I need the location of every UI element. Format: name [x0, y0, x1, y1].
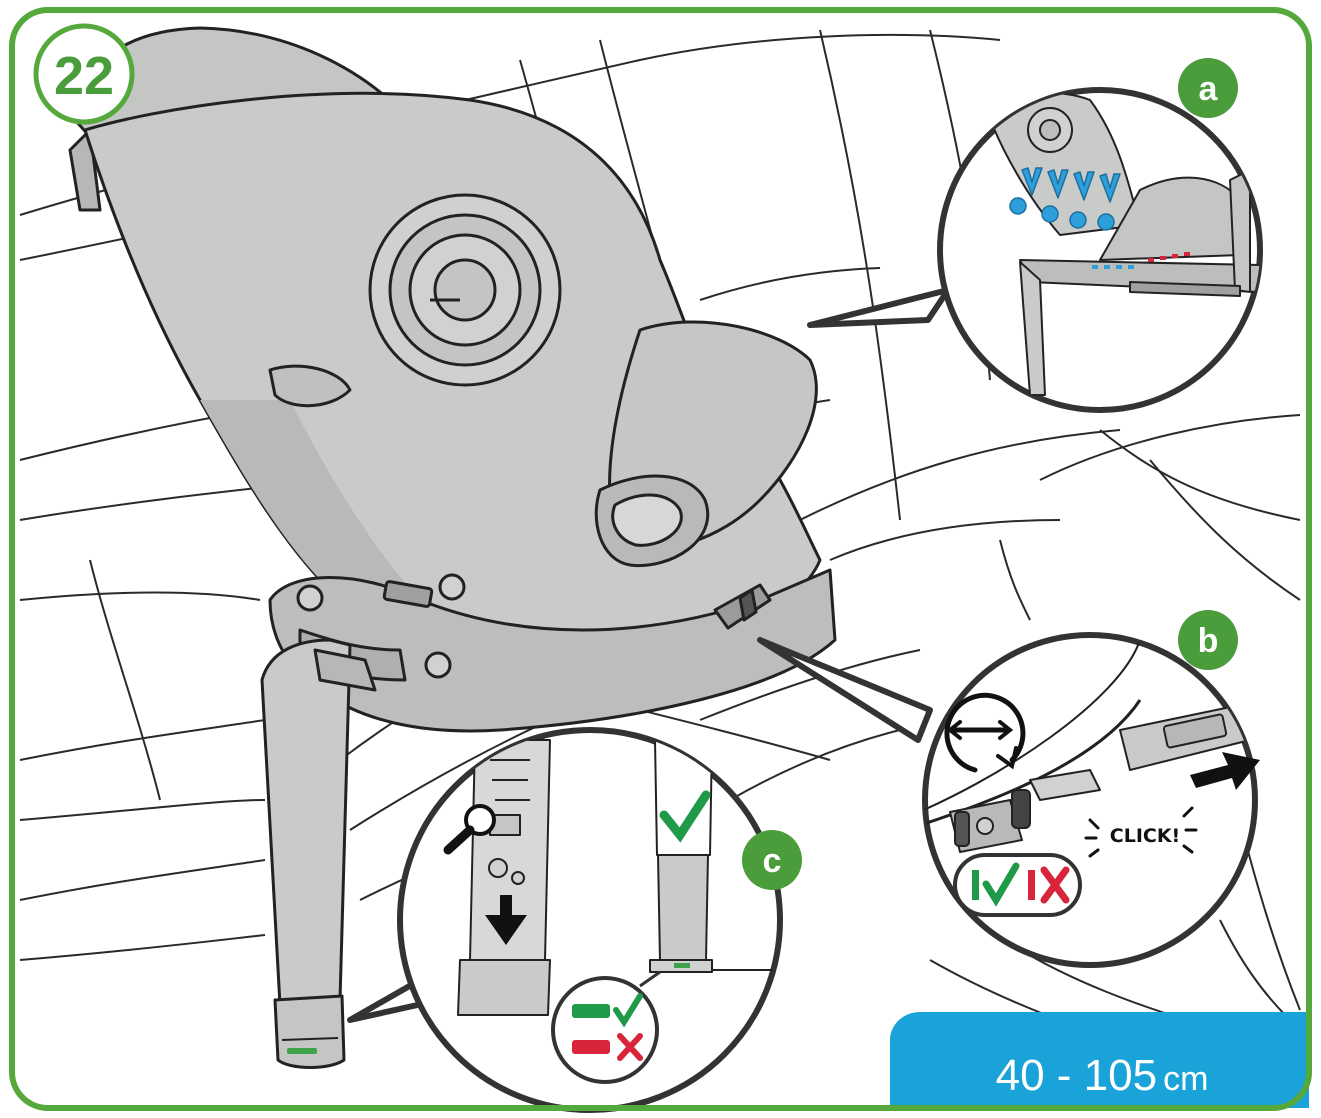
callout-a — [937, 87, 1263, 413]
checkmark-icon — [613, 993, 643, 1028]
click-sound-marks — [1084, 806, 1198, 858]
click-label: CLICK! — [1110, 825, 1180, 847]
indicator-status — [953, 853, 1082, 917]
pressure-arrows-icon — [1009, 167, 1121, 231]
rotate-horizontal-icon — [944, 692, 1026, 773]
callout-badge-a: a — [1178, 58, 1238, 118]
callout-b: CLICK! — [922, 632, 1260, 968]
step-number-badge: 22 — [33, 23, 135, 125]
callout-badge-b: b — [1178, 610, 1238, 670]
callout-c — [397, 727, 783, 1113]
step-frame — [9, 7, 1312, 1111]
step-number: 22 — [54, 46, 114, 106]
svg-text:b: b — [1198, 622, 1219, 660]
height-range-value: 40 - 105 — [996, 1051, 1157, 1100]
svg-text:a: a — [1199, 70, 1219, 108]
cross-icon — [617, 1033, 643, 1061]
checkmark-icon — [659, 790, 711, 843]
arrow-right-icon — [1190, 752, 1260, 790]
child-car-seat — [68, 26, 837, 1069]
callout-badge-c: c — [742, 830, 802, 890]
press-button-icon — [443, 804, 496, 855]
svg-text:c: c — [763, 842, 782, 880]
leg-indicator-status — [551, 970, 661, 1084]
height-range-unit: cm — [1163, 1060, 1208, 1098]
cross-icon — [1040, 866, 1070, 904]
checkmark-icon — [982, 862, 1020, 907]
callout-pointers — [347, 287, 951, 1023]
arrow-down-icon — [485, 895, 527, 945]
